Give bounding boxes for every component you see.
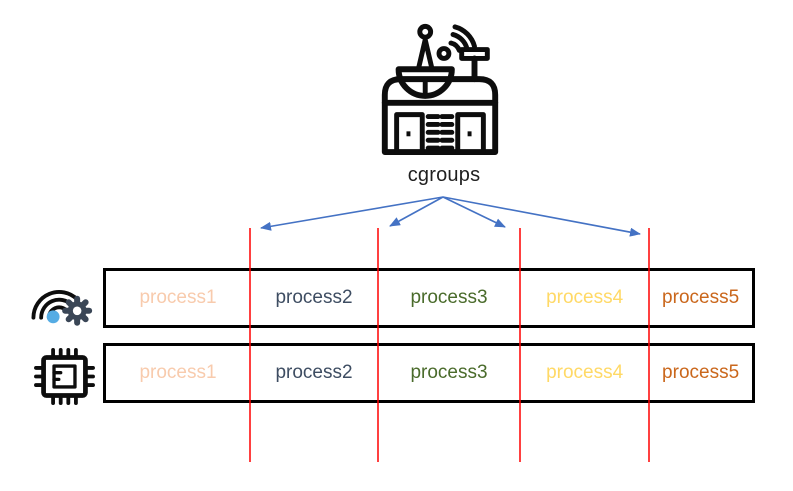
station-building [381, 76, 499, 156]
cgroups-arrow-2 [389, 196, 444, 227]
cgroups-arrow-1 [260, 196, 444, 231]
cpu-inner-trace [52, 364, 77, 389]
process-cell: process1 [139, 287, 217, 308]
cgroups-title: cgroups [407, 164, 481, 186]
satellite-dish [395, 23, 455, 99]
process-cell: process5 [662, 362, 740, 383]
station-door-left [394, 112, 425, 155]
process-row-cpu: process1 process2 process3 process4 proc… [103, 343, 755, 403]
cpu-pins [34, 347, 95, 406]
ground-station-icon [381, 23, 499, 156]
station-door-right [455, 112, 486, 155]
antenna [436, 24, 490, 83]
process-row-network: process1 process2 process3 process4 proc… [103, 268, 755, 328]
process-cell: process2 [275, 362, 353, 383]
cpu-body [41, 355, 88, 398]
process-cell: process3 [410, 362, 488, 383]
process-cell: process4 [546, 287, 624, 308]
process-cell: process5 [662, 287, 740, 308]
process-cell: process1 [139, 362, 217, 383]
cgroups-arrow-3 [442, 196, 506, 228]
cpu-chip-icon [34, 347, 95, 406]
process-cell: process2 [275, 287, 353, 308]
cgroups-arrows [260, 196, 641, 237]
gear [62, 295, 93, 326]
wifi-gear-icon [31, 290, 93, 326]
process-cell: process4 [546, 362, 624, 383]
station-vent-grille [425, 114, 455, 151]
wifi-dot [46, 310, 60, 324]
cgroups-arrow-4 [442, 196, 641, 237]
process-cell: process3 [410, 287, 488, 308]
